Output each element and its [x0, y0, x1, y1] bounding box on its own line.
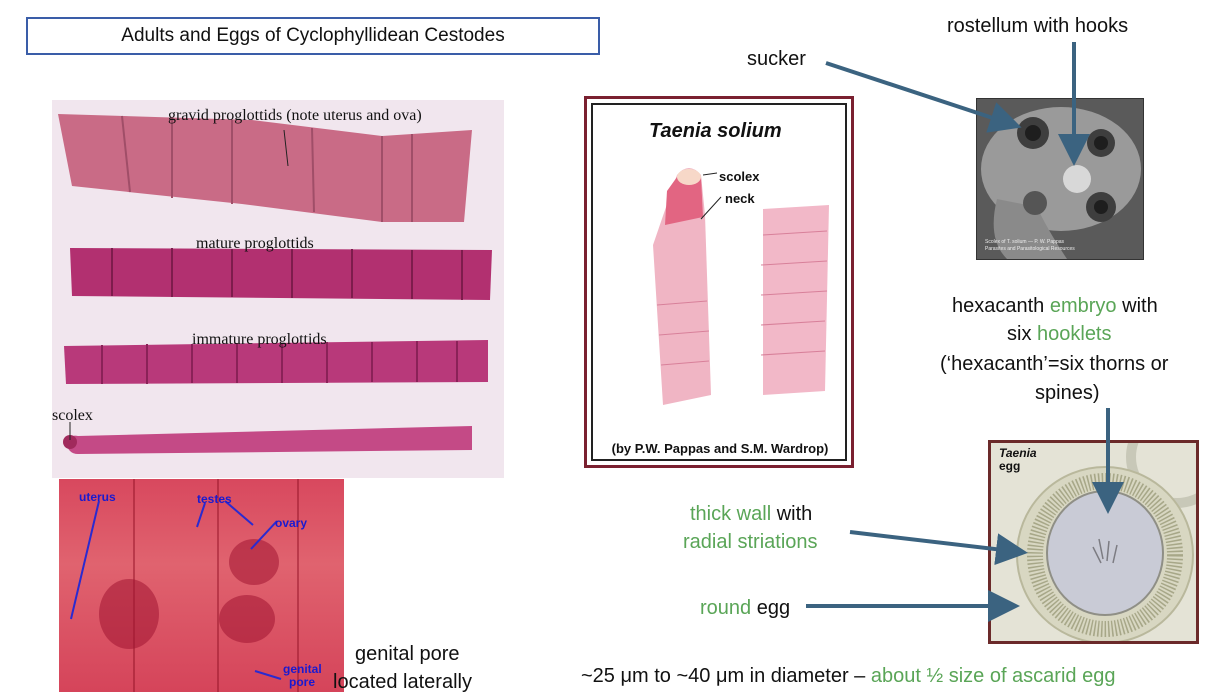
proglottid-strips — [58, 114, 492, 454]
testes-label: testes — [197, 492, 232, 506]
segment-divider — [217, 479, 219, 692]
immature-label: immature proglottids — [192, 331, 327, 348]
reproductive-organs-image: uterus testes ovary genital pore — [59, 479, 344, 692]
taenia-specimen-drawing — [653, 168, 829, 405]
scolex-sem-image: Scolex of T. solium — P. W. Pappas Paras… — [976, 98, 1144, 260]
page-title: Adults and Eggs of Cyclophyllidean Cesto… — [26, 17, 600, 55]
with-text: with — [1116, 295, 1158, 317]
egg-label-genus: Taenia — [999, 446, 1037, 460]
round-text: round — [700, 597, 752, 619]
diameter-text: ~25 μm to ~40 μm in diameter – — [581, 665, 871, 687]
thick-wall-line1: thick wall with — [690, 502, 812, 526]
scolex-label: scolex — [52, 407, 93, 424]
segment-divider — [297, 479, 299, 692]
hexacanth-line4: spines) — [1035, 382, 1100, 404]
taenia-solium-image: Taenia solium scolex neck (by P.W. Pappa… — [584, 96, 854, 468]
uterus-blot — [99, 579, 159, 649]
ovary-label: ovary — [275, 516, 308, 530]
round-egg-label: round egg — [700, 596, 790, 620]
scolex-sem-drawing — [977, 99, 1143, 259]
genital-pore-label-line2: pore — [289, 675, 316, 689]
egg-text: egg — [751, 597, 791, 619]
mature-label: mature proglottids — [196, 235, 314, 252]
hexacanth-line3: (‘hexacanth’=six thorns or — [940, 353, 1169, 375]
gravid-label: gravid proglottids (note uterus and ova) — [168, 107, 422, 124]
genital-pore-note-line1: genital pore — [355, 643, 460, 665]
uterus-blot — [219, 595, 275, 643]
genital-pore-label-line1: genital — [283, 662, 322, 676]
hexacanth-line2: six hooklets — [1007, 322, 1112, 346]
scolex-callout: scolex — [719, 169, 760, 184]
sucker-label: sucker — [747, 48, 806, 70]
egg-label-egg: egg — [999, 459, 1021, 473]
diameter-note: ~25 μm to ~40 μm in diameter – about ½ s… — [581, 664, 1115, 688]
with-text: with — [771, 503, 813, 525]
neck-callout: neck — [725, 191, 755, 206]
sucker-arrow — [825, 61, 1022, 133]
embryo-text: embryo — [1049, 295, 1117, 317]
taenia-solium-inner-border: Taenia solium scolex neck (by P.W. Pappa… — [591, 103, 847, 461]
sem-credit-2: Parasites and Parasitological Resources — [985, 246, 1075, 252]
taenia-solium-title: Taenia solium — [649, 120, 782, 142]
hooklets-text: hooklets — [1037, 323, 1112, 345]
ascarid-comparison-text: about ½ size of ascarid egg — [870, 665, 1116, 687]
hexacanth-line1: hexacanth embryo with — [952, 294, 1158, 318]
genital-pore-label: genital pore — [283, 663, 322, 689]
sem-credit-1: Scolex of T. solium — P. W. Pappas — [985, 239, 1065, 245]
taenia-credit: (by P.W. Pappas and S.M. Wardrop) — [611, 441, 829, 456]
genital-pore-note-line2: located laterally — [333, 671, 472, 693]
six-text: six — [1007, 323, 1037, 345]
adult-proglottids-image: gravid proglottids (note uterus and ova)… — [52, 100, 504, 478]
hexacanth-text: hexacanth — [952, 295, 1050, 317]
thick-wall-text: thick wall — [690, 503, 772, 525]
rostellum-label: rostellum with hooks — [947, 15, 1129, 37]
thick-wall-arrow — [849, 530, 1028, 566]
organ-pointer-lines — [70, 500, 282, 680]
radial-striations-label: radial striations — [683, 531, 818, 553]
uterus-label: uterus — [79, 490, 116, 504]
